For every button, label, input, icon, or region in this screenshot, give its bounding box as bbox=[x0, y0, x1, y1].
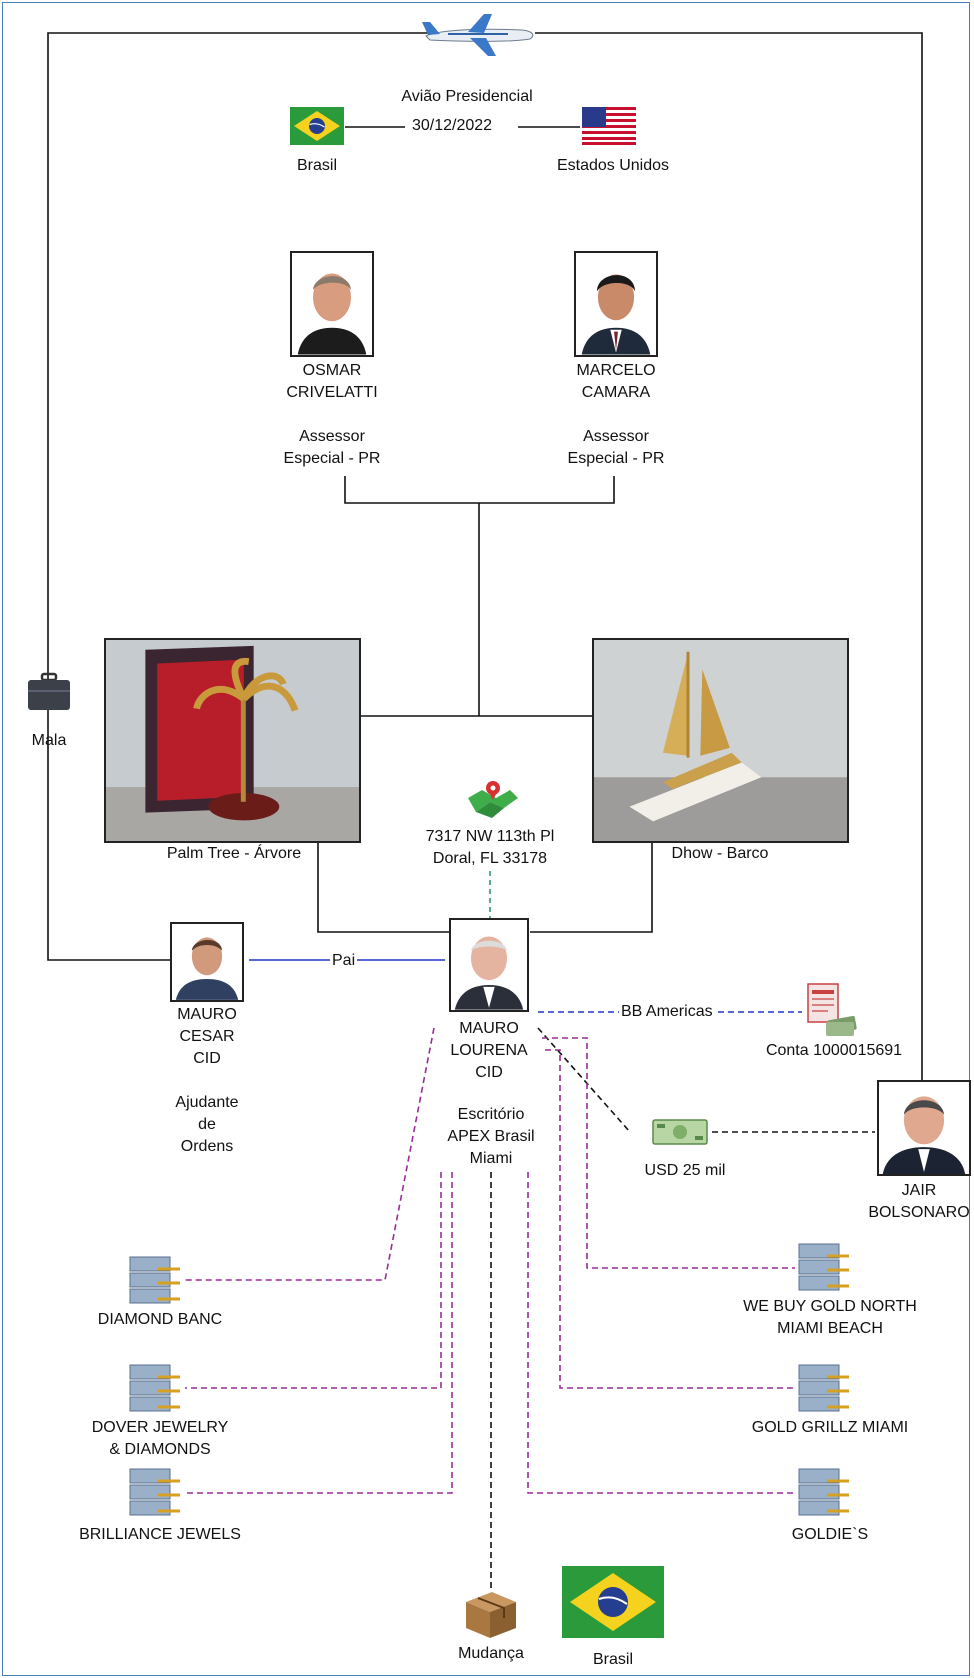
store-webuy-2: MIAMI BEACH bbox=[777, 1320, 883, 1337]
osmar-bracket bbox=[344, 476, 615, 504]
server-icon bbox=[128, 1255, 184, 1307]
mauro-cesar-name-3: CID bbox=[193, 1050, 221, 1067]
brazil-flag-label: Brasil bbox=[592, 1651, 633, 1668]
store-brilliance: BRILLIANCE JEWELS bbox=[79, 1526, 241, 1543]
mauro-cesar-photo bbox=[170, 922, 244, 1002]
store-diamond-banc: DIAMOND BANC bbox=[97, 1311, 223, 1328]
account-label: Conta 1000015691 bbox=[765, 1042, 903, 1059]
cash-label: USD 25 mil bbox=[644, 1162, 726, 1179]
flight-date: 30/12/2022 bbox=[410, 116, 495, 136]
plane-to-mala-line bbox=[47, 32, 428, 961]
suitcase-label: Mala bbox=[31, 732, 67, 749]
diamond-banc-line bbox=[185, 1027, 435, 1281]
suitcase-icon bbox=[26, 672, 72, 712]
mauro-lourena-name-2: LOURENA bbox=[450, 1042, 528, 1059]
mauro-cesar-role-1: Ajudante bbox=[175, 1094, 239, 1111]
marcelo-photo bbox=[574, 251, 658, 357]
dhow-label: Dhow - Barco bbox=[671, 845, 769, 862]
bank-label: BB Americas bbox=[619, 1002, 715, 1022]
office-line-2: APEX Brasil bbox=[447, 1128, 535, 1145]
mauro-cesar-role-3: Ordens bbox=[180, 1138, 234, 1155]
store-goldies: GOLDIE`S bbox=[791, 1526, 869, 1543]
plane-to-jair-line bbox=[535, 32, 923, 1080]
mauro-lourena-photo bbox=[449, 918, 529, 1012]
jair-name-2: BOLSONARO bbox=[868, 1204, 970, 1221]
brazil-flag-large-icon bbox=[562, 1566, 664, 1638]
flight-title: Avião Presidencial bbox=[401, 88, 533, 105]
brilliance-line bbox=[185, 1172, 453, 1494]
moving-label: Mudança bbox=[458, 1645, 524, 1662]
server-icon bbox=[797, 1363, 853, 1415]
dhow-photo bbox=[592, 638, 849, 843]
store-webuy-1: WE BUY GOLD NORTH bbox=[743, 1298, 917, 1315]
server-icon bbox=[797, 1467, 853, 1519]
mauro-cesar-name-1: MAURO bbox=[177, 1006, 237, 1023]
osmar-name-1: OSMAR bbox=[302, 362, 362, 379]
osmar-role-1: Assessor bbox=[299, 428, 365, 445]
address-line-1: 7317 NW 113th Pl bbox=[425, 828, 555, 845]
airplane-icon bbox=[418, 8, 538, 60]
palm-tree-label: Palm Tree - Árvore bbox=[166, 845, 302, 862]
mauro-lourena-name-3: CID bbox=[475, 1064, 503, 1081]
dover-line bbox=[185, 1172, 442, 1389]
store-dover-2: & DIAMONDS bbox=[109, 1441, 211, 1458]
grillz-line bbox=[545, 1049, 795, 1389]
jair-name-1: JAIR bbox=[901, 1182, 937, 1199]
webuy-line bbox=[542, 1037, 795, 1269]
palm-to-lourena bbox=[317, 843, 449, 933]
osmar-photo bbox=[290, 251, 374, 357]
osmar-role-2: Especial - PR bbox=[283, 450, 381, 467]
store-dover-1: DOVER JEWELRY bbox=[91, 1419, 229, 1436]
mauro-cesar-role-2: de bbox=[198, 1116, 216, 1133]
map-pin-icon bbox=[464, 776, 522, 820]
dollar-bill-icon bbox=[652, 1119, 708, 1145]
osmar-name-2: CRIVELATTI bbox=[286, 384, 378, 401]
office-line-1: Escritório bbox=[457, 1106, 525, 1123]
server-icon bbox=[797, 1242, 853, 1294]
office-line-3: Miami bbox=[469, 1150, 513, 1167]
server-icon bbox=[128, 1363, 184, 1415]
father-label: Pai bbox=[330, 951, 358, 971]
marcelo-name-2: CAMARA bbox=[581, 384, 651, 401]
marcelo-role-1: Assessor bbox=[583, 428, 649, 445]
destination-label: Estados Unidos bbox=[556, 157, 670, 174]
mauro-lourena-name-1: MAURO bbox=[459, 1020, 519, 1037]
address-line-2: Doral, FL 33178 bbox=[432, 850, 548, 867]
jair-photo bbox=[877, 1080, 971, 1176]
marcelo-name-1: MARCELO bbox=[576, 362, 656, 379]
bank-statement-icon bbox=[804, 982, 860, 1038]
goldies-line bbox=[527, 1172, 795, 1494]
cash-to-lourena bbox=[537, 1027, 631, 1133]
server-icon bbox=[128, 1467, 184, 1519]
dhow-to-lourena bbox=[530, 843, 653, 933]
origin-label: Brasil bbox=[296, 157, 337, 174]
marcelo-role-2: Especial - PR bbox=[567, 450, 665, 467]
usa-flag-icon bbox=[582, 107, 636, 145]
brazil-flag-icon bbox=[290, 107, 344, 145]
store-grillz: GOLD GRILLZ MIAMI bbox=[751, 1419, 909, 1436]
palm-tree-photo bbox=[104, 638, 361, 843]
mauro-cesar-name-2: CESAR bbox=[179, 1028, 235, 1045]
moving-box-icon bbox=[462, 1588, 520, 1640]
